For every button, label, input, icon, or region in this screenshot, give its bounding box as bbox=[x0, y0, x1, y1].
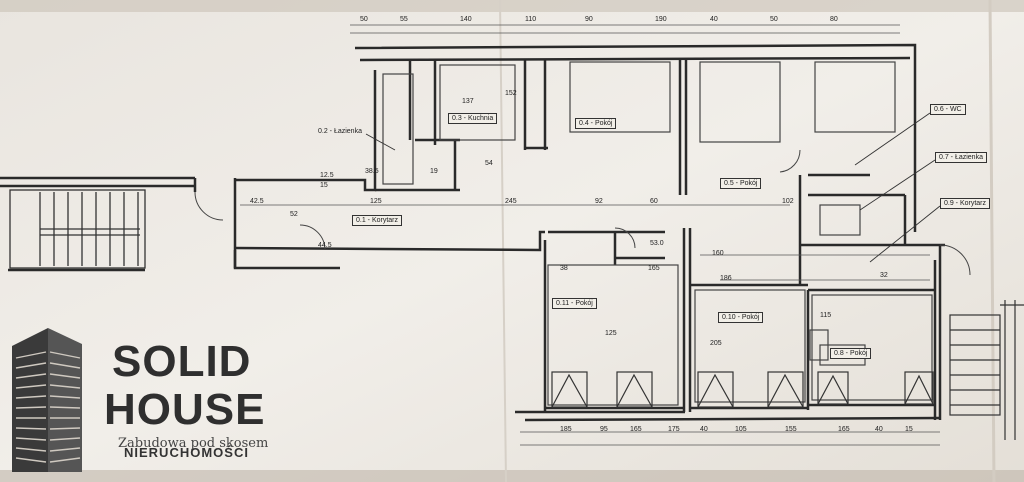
dim-misc-0: 38.5 bbox=[365, 168, 379, 175]
dim-bottom-6: 155 bbox=[785, 426, 797, 433]
dim-bottom-3: 175 bbox=[668, 426, 680, 433]
dim-misc-3: 52 bbox=[290, 211, 298, 218]
dim-top-8: 80 bbox=[830, 16, 838, 23]
dim-bottom-8: 40 bbox=[875, 426, 883, 433]
dim-misc-6: 42.5 bbox=[250, 198, 264, 205]
dim-top-4: 90 bbox=[585, 16, 593, 23]
dim-misc-13: 38 bbox=[560, 265, 568, 272]
dim-top-5: 190 bbox=[655, 16, 667, 23]
dim-bottom-9: 15 bbox=[905, 426, 913, 433]
room-label-r1: 0.6 - WC bbox=[930, 104, 966, 115]
dim-misc-14: 53.0 bbox=[650, 240, 664, 247]
dim-bottom-4: 40 bbox=[700, 426, 708, 433]
dim-misc-10: 137 bbox=[462, 98, 474, 105]
room-label-lazienka: 0.2 - Łazienka bbox=[318, 128, 362, 135]
room-label-r3: 0.9 - Korytarz bbox=[940, 198, 991, 209]
logo-word-house: HOUSE bbox=[104, 385, 266, 434]
dim-misc-15: 92 bbox=[595, 198, 603, 205]
dim-misc-4: 15 bbox=[320, 182, 328, 189]
room-label-r2: 0.7 - Łazienka bbox=[935, 152, 987, 163]
company-logo bbox=[0, 318, 320, 482]
room-label-pokoj-a: 0.4 - Pokój bbox=[575, 118, 617, 129]
dim-top-6: 40 bbox=[710, 16, 718, 23]
room-label-pokoj-d: 0.10 - Pokój bbox=[718, 312, 764, 323]
window-symbols bbox=[551, 371, 934, 408]
door-swings bbox=[194, 149, 971, 276]
logo-subtitle: NIERUCHOMOŚCI bbox=[124, 445, 249, 460]
dim-bottom-5: 105 bbox=[735, 426, 747, 433]
dim-misc-19: 186 bbox=[720, 275, 732, 282]
dim-top-2: 140 bbox=[460, 16, 472, 23]
dim-misc-9: 245 bbox=[505, 198, 517, 205]
logo-word-solid: SOLID bbox=[112, 337, 252, 386]
dim-misc-11: 152 bbox=[505, 90, 517, 97]
dim-top-3: 110 bbox=[525, 16, 537, 23]
dim-misc-17: 102 bbox=[782, 198, 794, 205]
dim-misc-12: 165 bbox=[648, 265, 660, 272]
dim-bottom-2: 165 bbox=[630, 426, 642, 433]
building-walls bbox=[0, 43, 945, 422]
dim-bottom-7: 165 bbox=[838, 426, 850, 433]
dim-misc-5: 125 bbox=[370, 198, 382, 205]
room-label-pokoj-b: 0.5 - Pokój bbox=[720, 178, 762, 189]
dimension-lines bbox=[240, 24, 940, 446]
dim-misc-20: 125 bbox=[605, 330, 617, 337]
thin-walls bbox=[382, 61, 933, 406]
room-label-pokoj-e: 0.8 - Pokój bbox=[830, 348, 872, 359]
dim-misc-16: 60 bbox=[650, 198, 658, 205]
dim-top-0: 50 bbox=[360, 16, 368, 23]
room-label-pokoj-c: 0.11 - Pokój bbox=[552, 298, 597, 309]
dim-misc-21: 205 bbox=[710, 340, 722, 347]
dim-top-7: 50 bbox=[770, 16, 778, 23]
room-label-kuchnia: 0.3 - Kuchnia bbox=[448, 113, 498, 124]
staircase-left bbox=[9, 189, 146, 269]
dim-misc-1: 19 bbox=[430, 168, 438, 175]
dim-bottom-1: 95 bbox=[600, 426, 608, 433]
staircase-right bbox=[949, 300, 1024, 440]
dim-misc-2: 12.5 bbox=[320, 172, 334, 179]
dim-misc-23: 32 bbox=[880, 272, 888, 279]
handwritten-note: Zabudowa pod skosem bbox=[118, 436, 269, 451]
dim-bottom-0: 185 bbox=[560, 426, 572, 433]
dim-misc-22: 115 bbox=[820, 312, 832, 319]
dim-top-1: 55 bbox=[400, 16, 408, 23]
dim-misc-18: 160 bbox=[712, 250, 724, 257]
dim-misc-7: 44.5 bbox=[318, 242, 332, 249]
dim-misc-8: 54 bbox=[485, 160, 493, 167]
leader-lines bbox=[365, 112, 941, 263]
room-label-korytarz: 0.1 - Korytarz bbox=[352, 215, 403, 226]
building-logo-icon bbox=[12, 328, 82, 472]
